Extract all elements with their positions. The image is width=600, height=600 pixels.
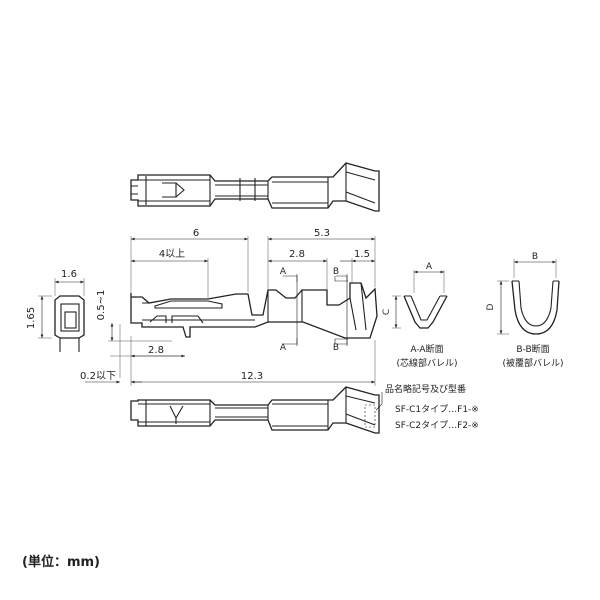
marker-b-top: B bbox=[333, 267, 339, 277]
end-view bbox=[38, 278, 85, 352]
section-aa-width-label: A bbox=[426, 262, 433, 272]
marker-a-top: A bbox=[280, 267, 287, 277]
marking-line-2: SF-C2タイプ…F2-※ bbox=[395, 420, 479, 431]
section-aa-height-label: C bbox=[382, 309, 392, 315]
dim-0-5-1: 0.5~1 bbox=[96, 290, 107, 321]
dim-5-3: 5.3 bbox=[314, 228, 330, 239]
marking-leader-line bbox=[375, 392, 383, 411]
section-aa-title: A-A断面 bbox=[410, 343, 443, 355]
section-aa-subtitle: (芯線部バレル) bbox=[396, 357, 457, 369]
dim-2-8-bottom: 2.8 bbox=[148, 345, 164, 356]
marker-a-bottom: A bbox=[280, 343, 287, 353]
marker-b-bottom: B bbox=[333, 343, 339, 353]
section-bb-width-label: B bbox=[532, 252, 538, 262]
marking-heading: 品名略記号及び型番 bbox=[385, 383, 466, 395]
bottom-view bbox=[130, 386, 380, 434]
side-view bbox=[130, 282, 378, 339]
dim-2-8-top: 2.8 bbox=[289, 249, 305, 260]
section-bb-title: B-B断面 bbox=[516, 343, 549, 355]
dim-0-2-max: 0.2以下 bbox=[80, 371, 116, 382]
section-aa bbox=[392, 270, 448, 329]
dim-1-65: 1.65 bbox=[26, 307, 37, 329]
dim-1-6: 1.6 bbox=[61, 269, 77, 280]
dim-1-5: 1.5 bbox=[354, 249, 370, 260]
dim-6: 6 bbox=[193, 228, 199, 239]
unit-note: (単位：mm) bbox=[22, 554, 100, 570]
dimension-lines bbox=[85, 236, 376, 386]
dim-12-3: 12.3 bbox=[241, 371, 263, 382]
section-bb-height-label: D bbox=[486, 303, 496, 310]
dim-4-min: 4以上 bbox=[159, 248, 185, 260]
section-bb-subtitle: (被覆部バレル) bbox=[502, 357, 563, 369]
section-bb bbox=[497, 259, 560, 335]
top-view bbox=[130, 162, 380, 212]
marking-line-1: SF-C1タイプ…F1-※ bbox=[395, 404, 479, 415]
